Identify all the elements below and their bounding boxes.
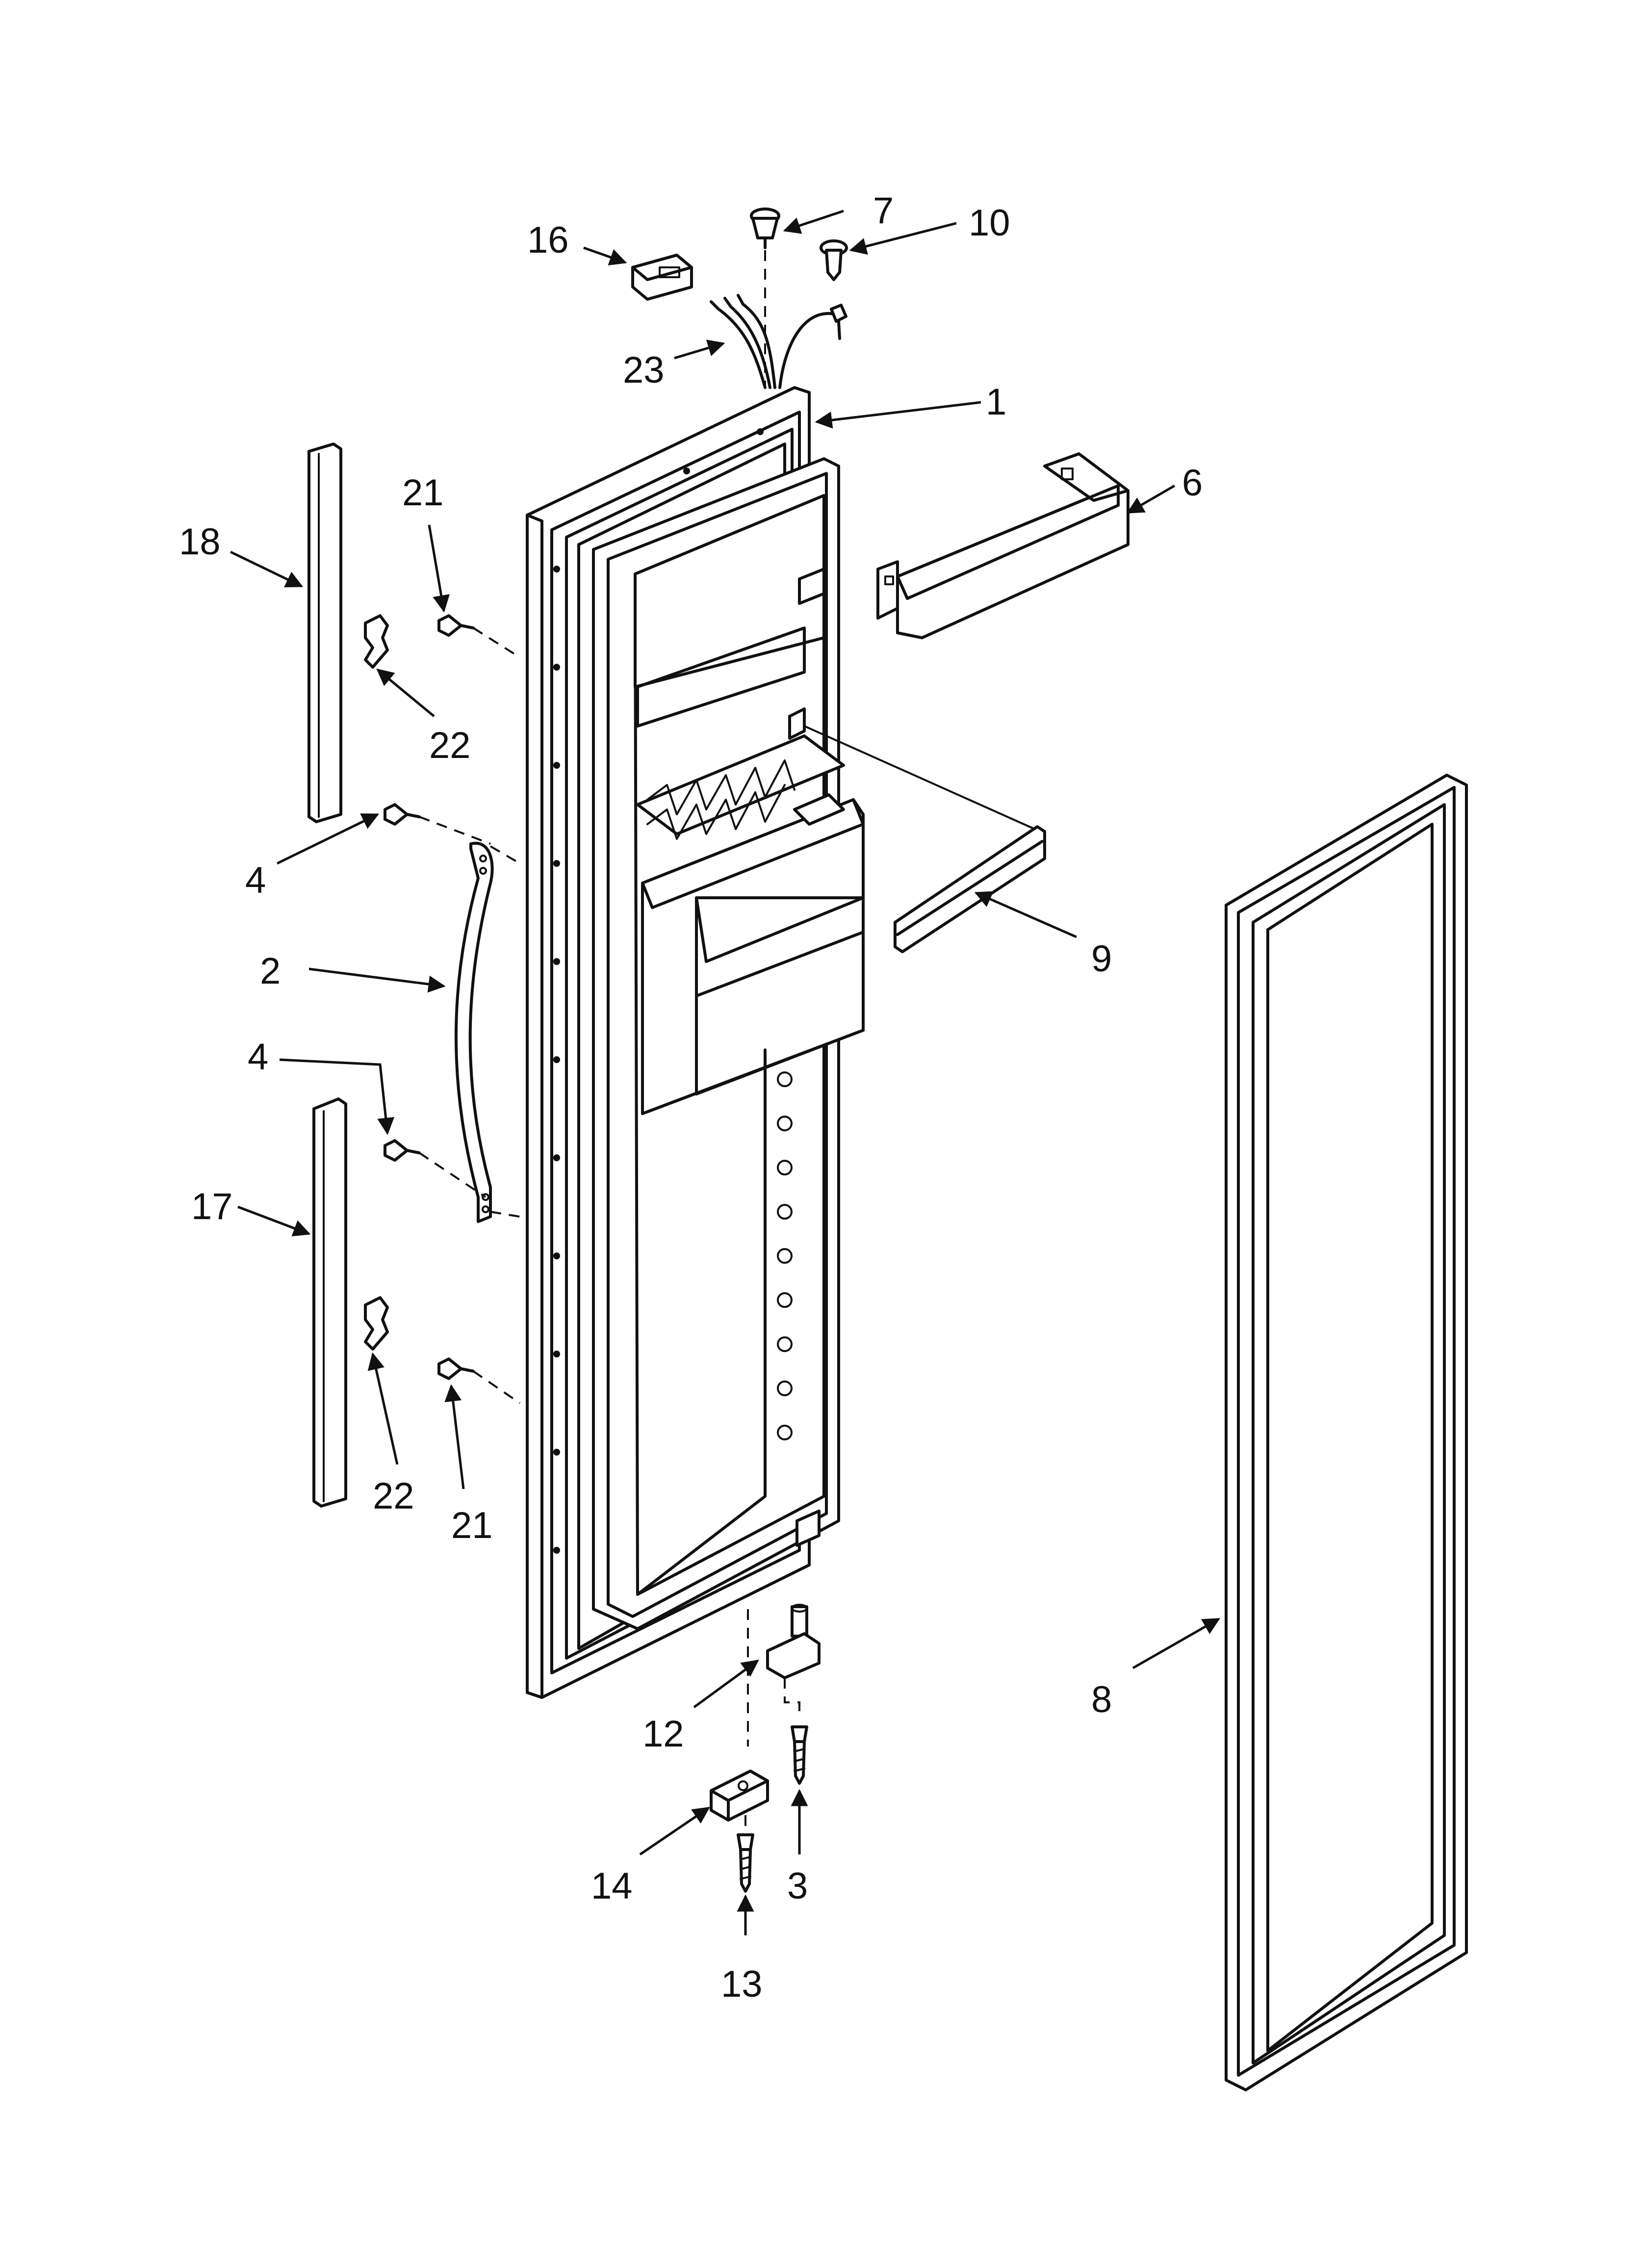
screw-4-upper (384, 803, 421, 826)
hinge-pin-12 (766, 1604, 821, 1679)
door-bin (876, 452, 1129, 639)
connector-16 (631, 254, 693, 301)
screw-21-lower (437, 1357, 475, 1380)
screw-3 (791, 1725, 808, 1785)
trim-strip-upper (308, 443, 342, 823)
screw-4-lower (384, 1139, 421, 1162)
callout-18: 18 (179, 521, 221, 563)
liner-lower (636, 1048, 793, 1596)
screw-10 (820, 239, 848, 281)
door-gasket (1225, 774, 1468, 2091)
door-assembly (526, 386, 865, 1699)
callout-2: 2 (260, 950, 281, 992)
callout-17: 17 (191, 1186, 233, 1227)
callout-6: 6 (1182, 462, 1203, 504)
callout-arrows (230, 209, 1221, 1935)
callout-1: 1 (986, 381, 1006, 423)
callout-labels: 1 2 3 4 4 6 7 8 9 10 12 13 14 16 17 18 2… (179, 190, 1203, 2005)
door-edge-holes (553, 428, 764, 1554)
callout-21-upper: 21 (402, 472, 444, 514)
trim-clip-lower (364, 1296, 389, 1351)
door-handle (454, 841, 494, 1223)
trim-clip-upper (364, 614, 389, 669)
callout-22-lower: 22 (373, 1475, 414, 1517)
callout-14: 14 (591, 1865, 633, 1907)
callout-23: 23 (623, 349, 665, 391)
screw-21-upper (437, 614, 475, 637)
callout-7: 7 (873, 190, 894, 232)
callout-9: 9 (1091, 938, 1112, 980)
callout-13: 13 (721, 1963, 763, 2005)
shelf-rail (803, 725, 1046, 953)
callout-12: 12 (642, 1713, 684, 1755)
callout-21-lower: 21 (451, 1505, 493, 1546)
trim-strip-lower (312, 1097, 347, 1508)
light-switch-7 (750, 208, 780, 249)
hinge-bracket-14 (710, 1770, 769, 1822)
callout-16: 16 (527, 219, 569, 261)
screw-13 (737, 1833, 754, 1893)
dispenser-housing (641, 793, 865, 1115)
callout-10: 10 (969, 202, 1010, 244)
callout-8: 8 (1091, 1679, 1112, 1721)
callout-4-upper: 4 (245, 860, 266, 901)
wire-harness-23 (710, 294, 847, 389)
callout-4-lower: 4 (248, 1036, 268, 1078)
callout-22-upper: 22 (429, 725, 471, 766)
ice-chute-grille (636, 734, 845, 840)
callout-3: 3 (787, 1865, 808, 1907)
